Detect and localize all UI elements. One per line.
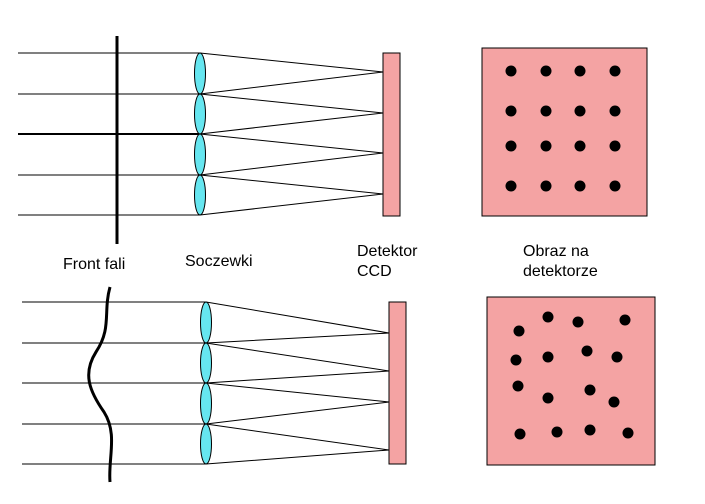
spot bbox=[540, 65, 552, 77]
spot bbox=[542, 311, 554, 323]
ccd-detector-label: Detektor CCD bbox=[357, 242, 417, 282]
spot bbox=[505, 105, 517, 117]
spot bbox=[512, 380, 524, 392]
lenslet bbox=[194, 133, 206, 176]
spot bbox=[505, 140, 517, 152]
spot bbox=[542, 351, 554, 363]
top-panel bbox=[18, 36, 648, 244]
top-focused-rays bbox=[199, 52, 384, 216]
spot bbox=[514, 428, 526, 440]
spot bbox=[609, 180, 621, 192]
distorted-wavefront-line bbox=[87, 286, 114, 483]
bottom-incoming-rays bbox=[22, 301, 206, 465]
bottom-detector-image bbox=[486, 296, 656, 466]
spot bbox=[542, 392, 554, 404]
bottom-panel bbox=[22, 286, 656, 483]
ccd-label-line2: CCD bbox=[357, 263, 392, 280]
top-detector-image bbox=[481, 47, 648, 217]
lenslet bbox=[194, 52, 206, 95]
spot bbox=[584, 384, 596, 396]
ccd-label-line1: Detektor bbox=[357, 243, 418, 260]
spot bbox=[584, 424, 596, 436]
lenslet bbox=[200, 342, 212, 384]
spot bbox=[611, 351, 623, 363]
lenslet bbox=[200, 301, 212, 344]
bottom-focused-rays bbox=[205, 301, 390, 465]
spot bbox=[622, 427, 634, 439]
spot bbox=[608, 396, 620, 408]
image-label-line2: detektorze bbox=[523, 263, 598, 280]
spot bbox=[540, 105, 552, 117]
detector-image-label: Obraz na detektorze bbox=[523, 242, 598, 282]
top-lenslet-array bbox=[194, 52, 206, 216]
spot bbox=[574, 65, 586, 77]
bottom-spot-pattern bbox=[510, 311, 634, 440]
bottom-ccd-detector bbox=[388, 301, 407, 465]
spot bbox=[609, 65, 621, 77]
image-label-line1: Obraz na bbox=[523, 243, 589, 260]
lenslet bbox=[194, 93, 206, 135]
spot bbox=[574, 180, 586, 192]
spot bbox=[513, 325, 525, 337]
lenses-label: Soczewki bbox=[185, 252, 253, 272]
spot bbox=[505, 180, 517, 192]
spot bbox=[540, 180, 552, 192]
spot bbox=[619, 314, 631, 326]
spot bbox=[574, 105, 586, 117]
spot bbox=[609, 140, 621, 152]
wavefront-label: Front fali bbox=[63, 255, 125, 275]
top-spot-grid bbox=[505, 65, 621, 192]
spot bbox=[574, 140, 586, 152]
spot bbox=[510, 354, 522, 366]
lenslet bbox=[194, 174, 206, 216]
top-incoming-rays bbox=[18, 52, 200, 216]
lenslet bbox=[200, 382, 212, 425]
lenslet bbox=[200, 423, 212, 465]
spot bbox=[572, 316, 584, 328]
spot bbox=[540, 140, 552, 152]
top-ccd-detector bbox=[382, 52, 401, 217]
spot bbox=[609, 105, 621, 117]
lenses-label-text: Soczewki bbox=[185, 253, 253, 270]
wavefront-label-text: Front fali bbox=[63, 256, 126, 273]
spot bbox=[581, 345, 593, 357]
spot bbox=[551, 426, 563, 438]
bottom-lenslet-array bbox=[200, 301, 212, 465]
spot bbox=[505, 65, 517, 77]
